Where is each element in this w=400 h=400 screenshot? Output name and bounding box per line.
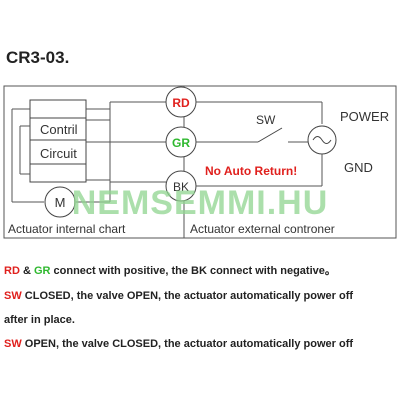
diagram-title: CR3-03. <box>6 48 70 67</box>
watermark: NEMSEMMI.HU <box>72 184 329 222</box>
motor-label: M <box>55 195 66 210</box>
note-sw-open: SW <box>4 338 22 350</box>
switch-label: SW <box>256 113 276 127</box>
note-line-1-text: connect with positive, the BK connect wi… <box>50 265 336 277</box>
motor-icon <box>44 186 76 218</box>
note-line-3-text: after in place. <box>4 314 75 326</box>
note-amp: & <box>19 265 34 277</box>
control-label-2: Circuit <box>40 146 77 161</box>
note-gr: GR <box>33 265 51 277</box>
note-line-3: after in place. <box>4 314 400 326</box>
note-sw-closed: SW <box>4 290 22 302</box>
ac-symbol <box>312 136 332 144</box>
note-line-1: RD & GR connect with positive, the BK co… <box>4 262 400 278</box>
gnd-label: GND <box>344 160 373 175</box>
note-line-4-text: OPEN, the valve CLOSED, the actuator aut… <box>21 338 354 350</box>
internal-caption: Actuator internal chart <box>8 222 126 236</box>
control-block-2 <box>29 139 87 165</box>
note-line-2: SW CLOSED, the valve OPEN, the actuator … <box>4 290 400 302</box>
control-block-bottom <box>29 163 87 183</box>
external-caption: Actuator external controner <box>190 222 335 236</box>
no-auto-return-note: No Auto Return! <box>205 164 297 178</box>
external-box <box>183 85 397 239</box>
switch-icon <box>257 127 283 143</box>
terminal-gr-label: GR <box>172 136 190 150</box>
control-label-1: Contril <box>40 122 78 137</box>
terminal-bk-label: BK <box>173 180 189 194</box>
note-line-2-text: CLOSED, the valve OPEN, the actuator aut… <box>21 290 354 302</box>
terminal-rd-label: RD <box>172 96 190 110</box>
note-line-4: SW OPEN, the valve CLOSED, the actuator … <box>4 338 400 350</box>
control-block-top <box>29 99 87 119</box>
power-label: POWER <box>340 109 389 124</box>
note-rd: RD <box>4 265 20 277</box>
